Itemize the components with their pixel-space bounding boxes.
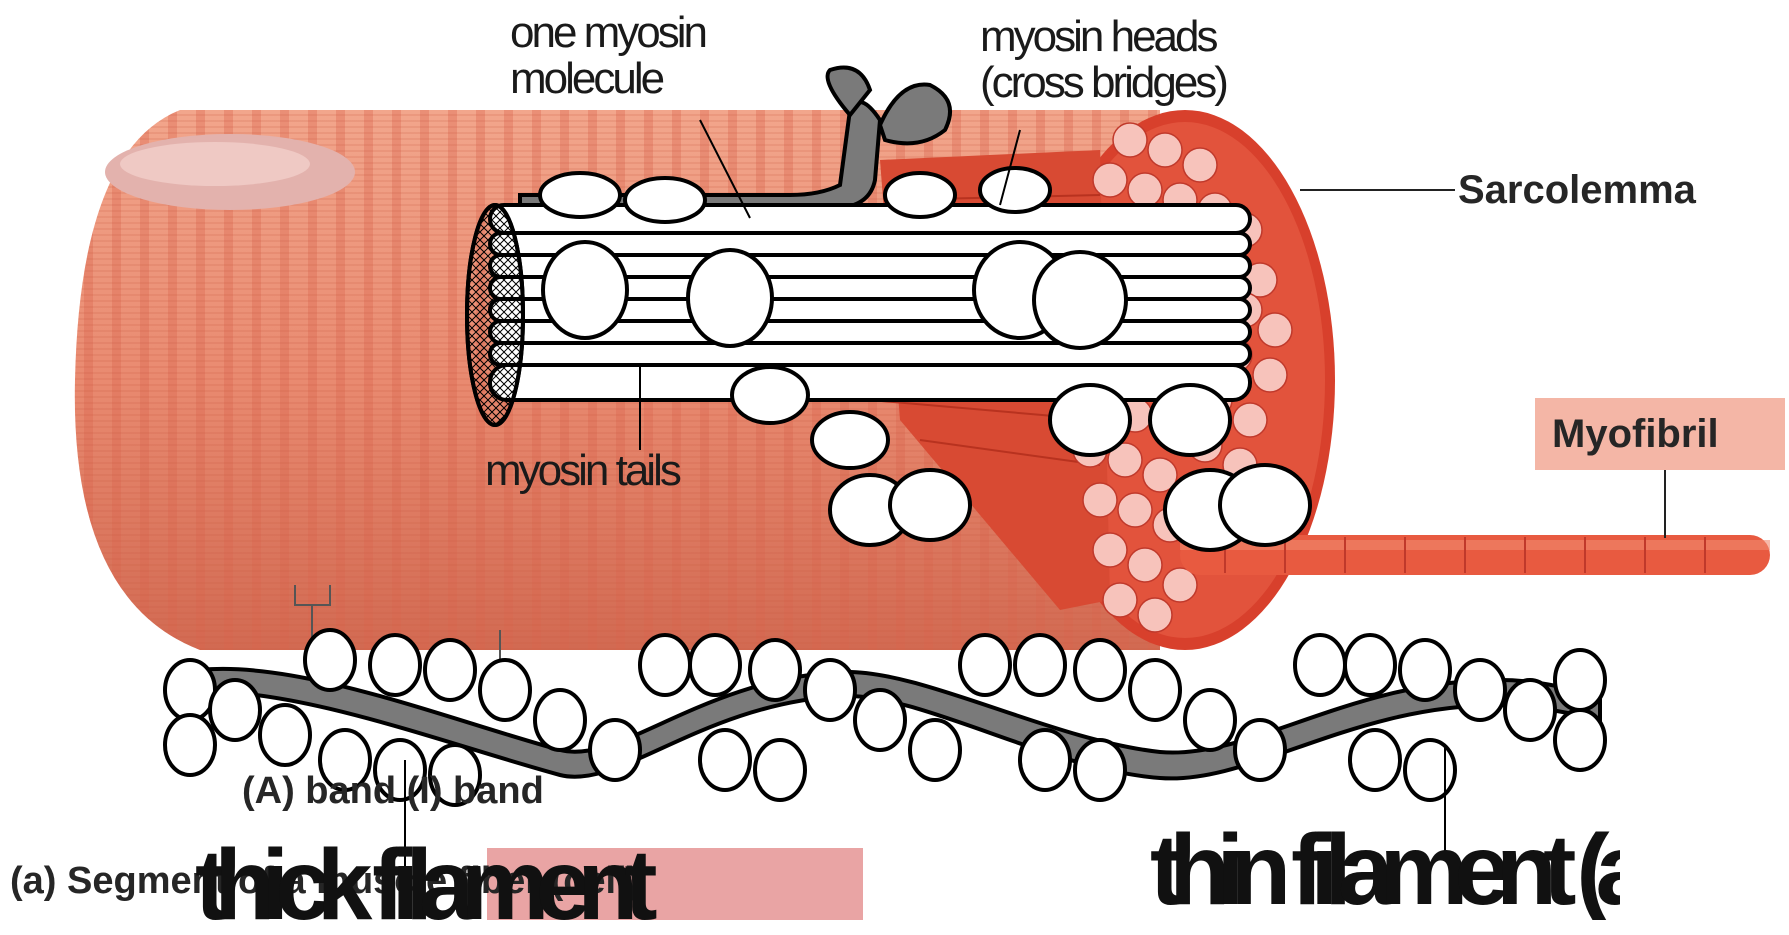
one-myosin-line1: one myosin [510, 8, 705, 57]
myosin-heads-label: myosin heads (cross bridges) [980, 14, 1226, 106]
one-myosin-molecule-label: one myosin molecule [510, 10, 705, 102]
myosin-heads-line1: myosin heads [980, 12, 1215, 61]
myofibril-label: Myofibril [1552, 412, 1719, 457]
bands-label: (A) band (I) band [242, 770, 544, 813]
one-myosin-line2: molecule [510, 54, 662, 103]
thick-filament-overlay-label: thick filament [195, 835, 895, 935]
sarcolemma-label: Sarcolemma [1458, 168, 1696, 213]
myosin-tails-label: myosin tails [485, 448, 679, 494]
myosin-heads-line2: (cross bridges) [980, 58, 1226, 107]
thin-filament-overlay-label: thin filament (actin) [1150, 820, 1620, 920]
